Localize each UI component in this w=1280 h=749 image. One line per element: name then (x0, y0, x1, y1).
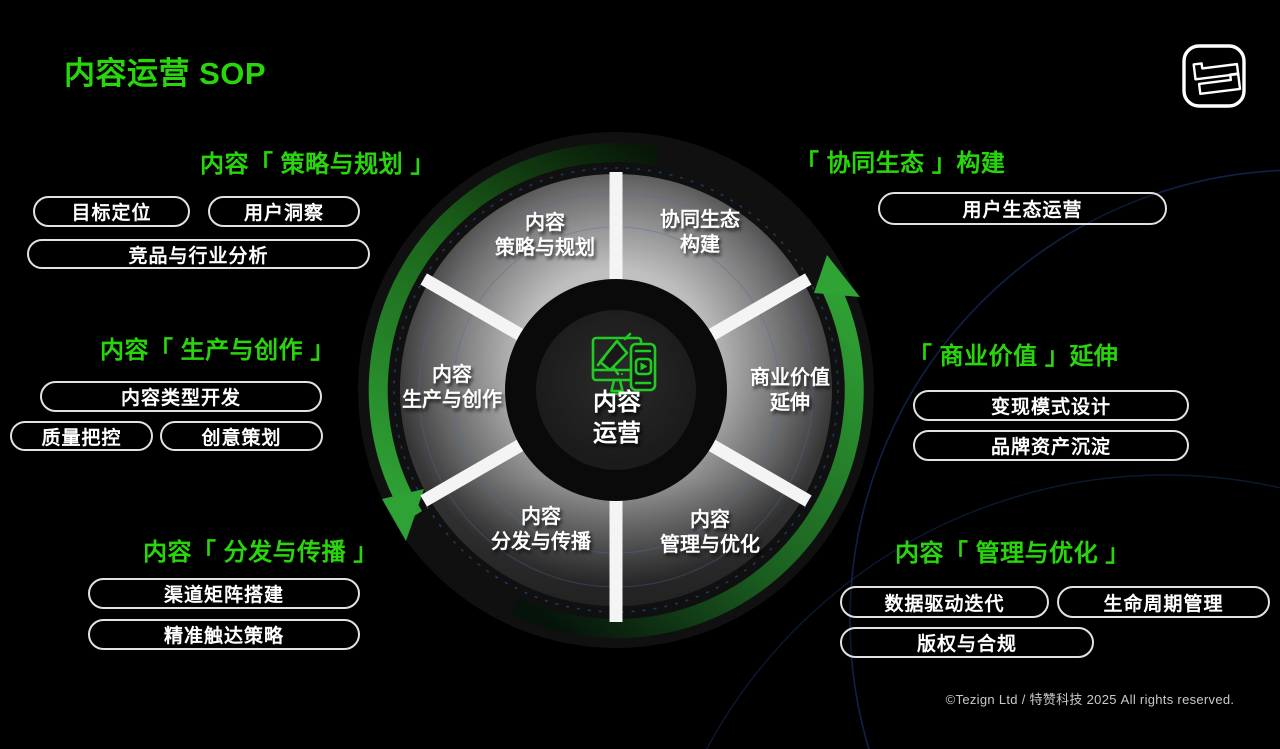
heading-collaboration: 「 协同生态 」构建 (795, 150, 1006, 177)
segment-dividers (420, 172, 812, 622)
copyright-text: ©Tezign Ltd / 特赞科技 2025 All rights reser… (945, 692, 1235, 707)
segment-label-production: 内容 生产与创作 (402, 364, 502, 411)
flow-arc-left (368, 142, 659, 522)
pill-copyright-compliance: 版权与合规 (840, 627, 1094, 658)
pill-content-type-development: 内容类型开发 (40, 381, 322, 412)
tezign-logo (1182, 44, 1246, 108)
phone-icon (629, 342, 657, 392)
segment-label-collaboration: 协同生态 构建 (660, 209, 740, 256)
pill-lifecycle-management: 生命周期管理 (1057, 586, 1270, 618)
heading-business: 「 商业价值 」延伸 (908, 343, 1119, 370)
monitor-stand (610, 378, 624, 393)
flow-arrowhead-top-right (814, 255, 860, 297)
content-operations-icon (591, 332, 657, 396)
pill-creative-planning: 创意策划 (160, 421, 323, 451)
pill-user-ecosystem-operation: 用户生态运营 (878, 192, 1167, 225)
segment-label-management: 内容 管理与优化 (660, 509, 760, 556)
flow-arrowhead-bottom-left (382, 489, 424, 541)
pill-user-insight: 用户洞察 (208, 196, 360, 227)
wheel-center-label: 内容 运营 (593, 388, 641, 447)
segment-label-strategy: 内容 策略与规划 (495, 212, 595, 259)
flow-arc-right (510, 277, 864, 639)
megaphone-icon (596, 332, 632, 376)
heading-distribution: 内容「 分发与传播 」 (143, 539, 378, 566)
pill-data-driven-iteration: 数据驱动迭代 (840, 586, 1049, 618)
pill-quality-control: 质量把控 (10, 421, 153, 451)
heading-strategy: 内容「 策略与规划 」 (200, 151, 435, 178)
pill-channel-matrix-building: 渠道矩阵搭建 (88, 578, 360, 609)
heading-production: 内容「 生产与创作 」 (100, 337, 335, 364)
heading-management: 内容「 管理与优化 」 (895, 540, 1130, 567)
pill-brand-asset-accumulation: 品牌资产沉淀 (913, 430, 1189, 461)
decor-blue-arc (706, 474, 1280, 749)
page-title: 内容运营 SOP (64, 56, 267, 91)
segment-label-distribution: 内容 分发与传播 (491, 506, 591, 553)
pill-precise-reach-strategy: 精准触达策略 (88, 619, 360, 650)
pill-target-positioning: 目标定位 (33, 196, 190, 227)
play-button-icon (634, 357, 653, 376)
segment-label-business: 商业价值 延伸 (750, 367, 830, 414)
decor-blue-arc (849, 169, 1280, 749)
pill-competitor-industry-analysis: 竞品与行业分析 (27, 239, 370, 269)
decor-dashed-circle (393, 167, 839, 613)
pill-monetization-model-design: 变现模式设计 (913, 390, 1189, 421)
